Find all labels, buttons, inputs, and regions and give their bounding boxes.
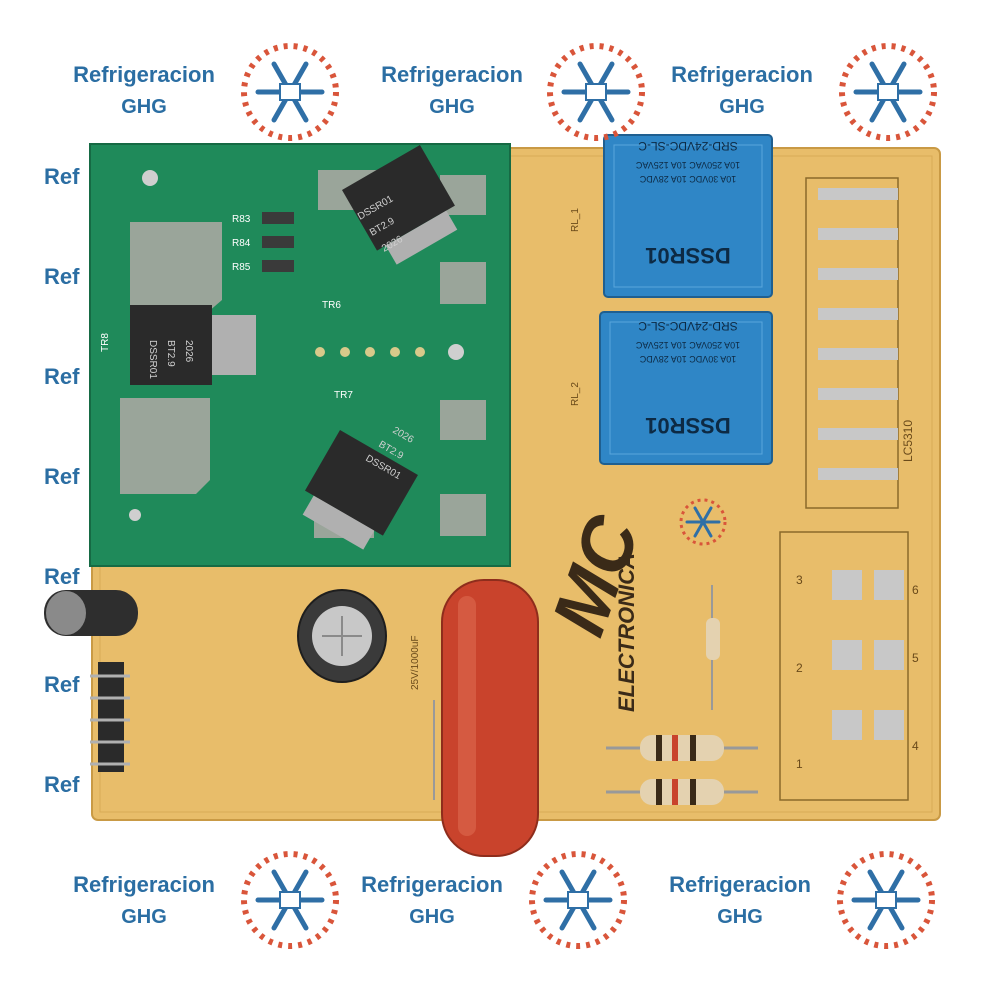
- resistor-1: [606, 735, 758, 761]
- watermark-line2: GHG: [717, 906, 763, 928]
- connector-number-4: 4: [912, 739, 919, 753]
- label-tr8: TR8: [100, 333, 111, 352]
- connector-number-1: 1: [796, 757, 803, 771]
- transistor-marking-2: DSSR01: [147, 340, 158, 379]
- small-resistor: [706, 618, 720, 660]
- watermark-text: Refrigeracion GHG: [40, 872, 248, 929]
- relay-2-spec2: 10A 30VDC 10A 28VDC: [639, 354, 736, 364]
- transistor-code-2: BT2.9: [165, 340, 176, 367]
- watermark-line2: GHG: [121, 96, 167, 118]
- electrolytic-capacitor: [297, 589, 387, 683]
- watermark-text: Refrigeracion GHG: [40, 62, 248, 119]
- relay-2-designator: RL_2: [570, 382, 581, 406]
- brand-text: ELECTRONICA: [614, 553, 639, 712]
- heatsink-board: [89, 143, 511, 567]
- connector-block: [779, 531, 909, 801]
- connector-number-6: 6: [912, 583, 919, 597]
- small-capacitor: [44, 590, 138, 636]
- label-tr7: TR7: [334, 390, 353, 401]
- electrolytic-cap-label: 25V/1000uF: [410, 636, 421, 691]
- watermark-text: Refrigeracion GHG: [636, 872, 844, 929]
- board-code: LC5310: [901, 420, 915, 462]
- relay-2-brand: DSSR01: [645, 413, 731, 438]
- relay-1-model: SRD-24VDC-SL-C: [638, 139, 738, 153]
- watermark-line2: GHG: [409, 906, 455, 928]
- watermark-line2: GHG: [429, 96, 475, 118]
- relay-1-brand: DSSR01: [645, 243, 731, 268]
- snowflake-logo-icon: [837, 851, 935, 949]
- snowflake-logo-icon: [529, 851, 627, 949]
- connector-number-3: 3: [796, 573, 803, 587]
- pin-header: [90, 662, 130, 772]
- watermark-fragment: Ref: [44, 772, 80, 797]
- relay-1-designator: RL_1: [570, 208, 581, 232]
- relay-1-spec1: 10A 250VAC 10A 125VAC: [635, 160, 740, 170]
- connector-number-2: 2: [796, 661, 803, 675]
- watermark-line1: Refrigeracion: [669, 872, 811, 897]
- relay-1: [603, 134, 773, 298]
- relay-2: [599, 311, 773, 465]
- resistor-2: [606, 779, 758, 805]
- connector-number-5: 5: [912, 651, 919, 665]
- watermark-text: Refrigeracion GHG: [638, 62, 846, 119]
- watermark-line1: Refrigeracion: [73, 62, 215, 87]
- snowflake-logo-icon: [839, 43, 937, 141]
- snowflake-logo-icon: [241, 43, 339, 141]
- watermark-fragment: Ref: [44, 164, 80, 189]
- watermark-line1: Refrigeracion: [381, 62, 523, 87]
- watermark-fragment: Ref: [44, 672, 80, 697]
- watermark-line1: Refrigeracion: [361, 872, 503, 897]
- watermark-line2: GHG: [719, 96, 765, 118]
- watermark-line1: Refrigeracion: [671, 62, 813, 87]
- watermark-fragment: Ref: [44, 464, 80, 489]
- label-tr6: TR6: [322, 300, 341, 311]
- watermark-text: Refrigeracion GHG: [328, 872, 536, 929]
- watermark-text: Refrigeracion GHG: [348, 62, 556, 119]
- watermark-fragment: Ref: [44, 264, 80, 289]
- watermark-line2: GHG: [121, 906, 167, 928]
- snowflake-logo-icon: [679, 498, 727, 546]
- relay-1-spec2: 10A 30VDC 10A 28VDC: [639, 174, 736, 184]
- relay-2-model: SRD-24VDC-SL-C: [638, 319, 738, 333]
- snowflake-logo-icon: [547, 43, 645, 141]
- label-r83: R83: [232, 214, 251, 225]
- watermark-fragment: Ref: [44, 564, 80, 589]
- watermark-line1: Refrigeracion: [73, 872, 215, 897]
- film-capacitor: [441, 579, 539, 857]
- watermark-fragment: Ref: [44, 364, 80, 389]
- label-r85: R85: [232, 262, 251, 273]
- snowflake-logo-icon: [241, 851, 339, 949]
- terminal-strip: [805, 177, 899, 509]
- transistor-date-2: 2026: [183, 340, 194, 363]
- relay-2-spec1: 10A 250VAC 10A 125VAC: [635, 340, 740, 350]
- label-r84: R84: [232, 238, 251, 249]
